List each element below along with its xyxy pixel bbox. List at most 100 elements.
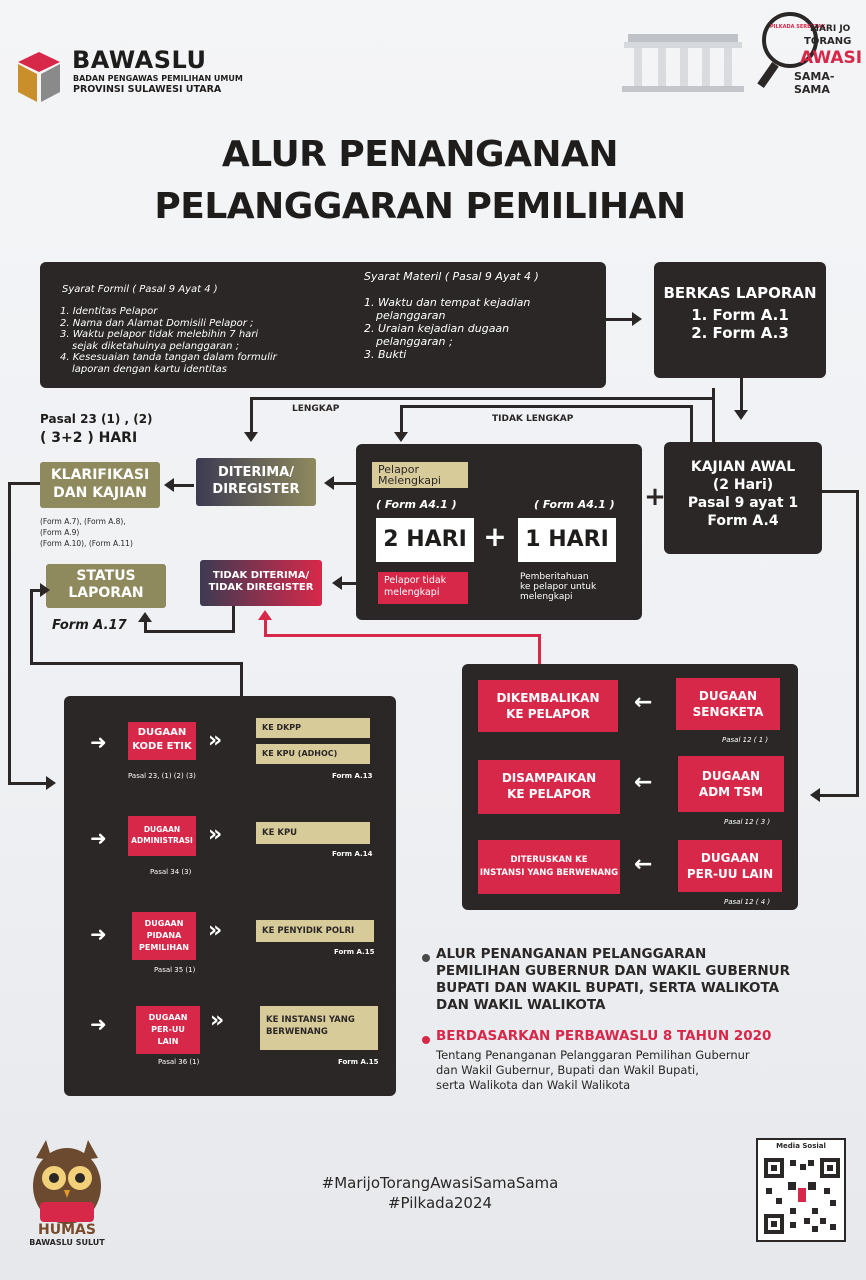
arrow-up-red-icon — [258, 610, 272, 620]
note-bullet-2-body: Tentang Penanganan Pelanggaran Pemilihan… — [436, 1048, 750, 1093]
kategori-label: LAIN — [157, 1037, 179, 1046]
plus-sign: + — [644, 482, 666, 512]
klarifikasi-form-text: (Form A.9) — [40, 528, 80, 537]
connector — [232, 606, 235, 633]
kajian-line-3: Pasal 9 ayat 1 — [687, 495, 799, 511]
kategori-label: DUGAAN — [148, 1013, 188, 1022]
humas-label-1: HUMAS — [38, 1222, 96, 1238]
arrow-left-icon — [332, 576, 342, 590]
double-chevron-icon: » — [210, 1008, 225, 1033]
magnifier-handle-icon — [757, 62, 779, 88]
status-label-1: STATUS — [76, 568, 136, 584]
connector — [340, 582, 356, 585]
connector — [172, 484, 194, 487]
pelapor-label-1: Pelapor — [378, 463, 420, 476]
klarifikasi-forms: (Form A.7), (Form A.8), (Form A.9) (Form… — [40, 516, 133, 549]
note-right-text: melengkapi — [520, 592, 573, 602]
connector — [30, 662, 243, 665]
sumber-label: DUGAAN — [701, 769, 761, 783]
arrow-left-icon — [810, 788, 820, 802]
syarat-materil-item: pelanggaran — [376, 309, 446, 322]
magnifier-icon — [762, 12, 818, 68]
tidak-diterima-label-1: TIDAK DITERIMA/ — [212, 570, 310, 581]
campaign-line-3: AWASI — [800, 48, 863, 68]
form-label: Form A.15 — [334, 948, 375, 956]
building-icon — [618, 28, 748, 94]
campaign-line-2: TORANG — [804, 36, 852, 47]
bawaslu-subtitle-2: PROVINSI SULAWESI UTARA — [73, 84, 222, 95]
target-text: KE INSTANSI YANG — [266, 1015, 355, 1025]
connector — [8, 482, 40, 485]
arrow-right-icon: ➜ — [90, 922, 107, 946]
campaign-line-1: MARI JO — [810, 24, 851, 34]
form-a41-left: ( Form A4.1 ) — [376, 498, 457, 511]
connector — [30, 590, 33, 665]
klarifikasi-label-2: DAN KAJIAN — [53, 485, 147, 501]
connector — [8, 782, 48, 785]
double-chevron-icon: » — [208, 918, 223, 943]
kajian-line-2: (2 Hari) — [712, 477, 774, 493]
campaign-line-4: SAMA-SAMA — [794, 70, 835, 96]
connector — [8, 482, 11, 784]
syarat-formil-item: 3. Waktu pelapor tidak melebihin 7 hari — [60, 329, 259, 340]
pelapor-melengkapi-tag: Pelapor Melengkapi — [372, 462, 468, 488]
note-line: DAN WAKIL WALIKOTA — [436, 997, 606, 1013]
connector-lengkap — [250, 397, 715, 400]
target-box: KE DKPP — [256, 718, 370, 738]
sumber-label: ADM TSM — [698, 785, 764, 799]
pasal-label: Pasal 12 ( 1 ) — [722, 736, 769, 744]
arrow-left-icon: ← — [634, 852, 653, 877]
note-line: dan Wakil Gubernur, Bupati dan Wakil Bup… — [436, 1063, 699, 1077]
syarat-formil-item: laporan dengan kartu identitas — [72, 363, 227, 375]
pasal23-line-1: Pasal 23 (1) , (2) — [40, 412, 153, 426]
page-title-line-1: ALUR PENANGANAN — [221, 134, 619, 175]
syarat-materil-item: 1. Waktu dan tempat kejadian — [364, 296, 531, 309]
syarat-materil-title: Syarat Materil ( Pasal 9 Ayat 4 ) — [364, 270, 539, 283]
pasal-label: Pasal 34 (3) — [150, 868, 192, 876]
connector — [606, 318, 634, 321]
sumber-label: PER-UU LAIN — [686, 867, 774, 881]
connector — [822, 490, 858, 493]
double-chevron-icon: » — [208, 728, 223, 753]
target-box: KE KPU (ADHOC) — [256, 744, 370, 764]
klarifikasi-form-text: (Form A.7), (Form A.8), — [40, 517, 126, 526]
kategori-label: PEMILIHAN — [139, 943, 189, 952]
syarat-box: Syarat Formil ( Pasal 9 Ayat 4 ) 1. Iden… — [40, 262, 606, 388]
kategori-label: DUGAAN — [143, 825, 181, 834]
hasil-box: DITERUSKAN KE INSTANSI YANG BERWENANG — [478, 840, 620, 894]
double-chevron-icon: » — [208, 822, 223, 847]
arrow-up-icon — [138, 612, 152, 622]
hasil-label: DIKEMBALIKAN — [496, 691, 600, 705]
note-line: serta Walikota dan Wakil Walikota — [436, 1078, 631, 1092]
connector — [240, 662, 243, 696]
right-panel: DIKEMBALIKAN KE PELAPOR ← DUGAAN SENGKET… — [462, 664, 798, 910]
diterima-label-1: DITERIMA/ — [218, 465, 294, 480]
kategori-label: KODE ETIK — [132, 741, 192, 752]
note-bullet-1: ALUR PENANGANAN PELANGGARAN PEMILIHAN GU… — [436, 946, 790, 1014]
hashtag-2: #Pilkada2024 — [387, 1194, 493, 1212]
bawaslu-subtitle-1: BADAN PENGAWAS PEMILIHAN UMUM — [73, 74, 243, 83]
diterima-box: DITERIMA/ DIREGISTER — [196, 458, 316, 506]
qr-code-icon — [764, 1158, 840, 1234]
connector — [820, 794, 859, 797]
page-title-line-2: PELANGGARAN PEMILIHAN — [154, 186, 686, 227]
klarifikasi-form-text: (Form A.10), (Form A.11) — [40, 539, 133, 548]
sumber-label: DUGAAN — [698, 689, 758, 703]
note-left-text: melengkapi — [384, 587, 440, 598]
form-label: Form A.14 — [332, 850, 373, 858]
syarat-materil-item: pelanggaran ; — [376, 335, 453, 348]
arrow-right-icon: ➜ — [90, 826, 107, 850]
tidak-lengkap-label: TIDAK LENGKAP — [492, 414, 574, 424]
pelapor-label-2: Melengkapi — [378, 474, 441, 487]
connector-tidak-lengkap — [400, 405, 403, 433]
pasal-label: Pasal 35 (1) — [154, 966, 196, 974]
status-label-2: LAPORAN — [68, 585, 144, 601]
sumber-label: DUGAAN — [700, 851, 760, 865]
owl-mascot-icon: HUMAS BAWASLU SULUT — [20, 1138, 114, 1248]
syarat-formil-item: sejak diketahuinya pelanggaran ; — [72, 340, 240, 352]
sumber-box: DUGAAN ADM TSM — [678, 756, 784, 812]
arrow-right-icon: ➜ — [90, 1012, 107, 1036]
hasil-box: DISAMPAIKAN KE PELAPOR — [478, 760, 620, 814]
connector — [30, 589, 42, 592]
hasil-label: DITERUSKAN KE — [510, 855, 588, 865]
